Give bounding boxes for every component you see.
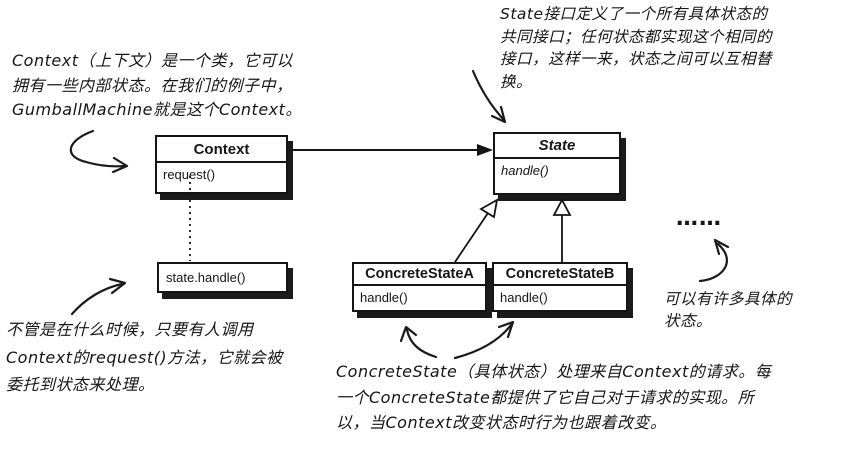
class-method: request()	[163, 167, 216, 182]
association-arrow-context-state	[289, 144, 493, 156]
many-states-note-arrow	[698, 238, 730, 283]
note-line: 换。	[500, 72, 533, 91]
delegate-call-label: state.handle()	[166, 270, 246, 285]
request-note-arrow	[70, 277, 127, 316]
class-method: handle()	[360, 290, 408, 305]
note-line: Context的request()方法，它就会被	[6, 347, 283, 367]
more-states-ellipsis: ……	[676, 206, 722, 231]
class-title: State	[495, 134, 619, 159]
note-line: 不管是在什么时候，只要有人调用	[6, 320, 254, 339]
note-line: 一个ConcreteState都提供了它自己对于请求的实现。所	[336, 387, 755, 407]
request-note: 不管是在什么时候，只要有人调用 Context的request()方法，它就会被…	[6, 316, 283, 399]
concrete-b-note-arrow	[453, 320, 515, 360]
class-title: ConcreteStateA	[354, 264, 485, 286]
inheritance-arrow-concretestatea	[454, 198, 499, 263]
note-line: ConcreteState（具体状态）处理来自Context的请求。每	[336, 362, 772, 381]
many-states-note: 可以有许多具体的 状态。	[664, 289, 792, 332]
context-note: Context（上下文）是一个类，它可以 拥有一些内部状态。在我们的例子中， G…	[12, 49, 302, 123]
note-line: 委托到状态来处理。	[6, 375, 155, 394]
note-line: GumballMachine就是这个Context。	[12, 100, 302, 119]
class-title: Context	[157, 137, 286, 163]
class-method: handle()	[500, 290, 548, 305]
context-note-arrow	[69, 129, 129, 174]
note-line: 接口，这样一来，状态之间可以互相替	[500, 50, 773, 68]
class-box-concretestateb: ConcreteStateB handle()	[492, 262, 628, 312]
class-box-concretestatea: ConcreteStateA handle()	[352, 262, 487, 312]
note-line: 共同接口；任何状态都实现这个相同的	[500, 27, 773, 46]
note-line: 可以有许多具体的	[664, 290, 793, 308]
delegate-call-box: state.handle()	[157, 262, 288, 293]
note-line: Context（上下文）是一个类，它可以	[12, 51, 293, 70]
concrete-state-note: ConcreteState（具体状态）处理来自Context的请求。每 一个Co…	[336, 359, 771, 436]
concrete-a-note-arrow	[399, 325, 438, 359]
inheritance-arrow-concretestateb	[552, 198, 572, 262]
note-line: State接口定义了一个所有具体状态的	[500, 5, 768, 23]
class-title: ConcreteStateB	[494, 264, 626, 286]
note-line: 拥有一些内部状态。在我们的例子中，	[12, 75, 293, 95]
note-line: 以，当Context改变状态时行为也跟着改变。	[336, 413, 667, 432]
state-note: State接口定义了一个所有具体状态的 共同接口；任何状态都实现这个相同的 接口…	[500, 3, 772, 93]
class-box-state: State handle()	[493, 132, 621, 195]
class-box-context: Context request()	[155, 135, 288, 194]
note-line: 状态。	[664, 311, 713, 330]
class-method: handle()	[501, 163, 549, 178]
